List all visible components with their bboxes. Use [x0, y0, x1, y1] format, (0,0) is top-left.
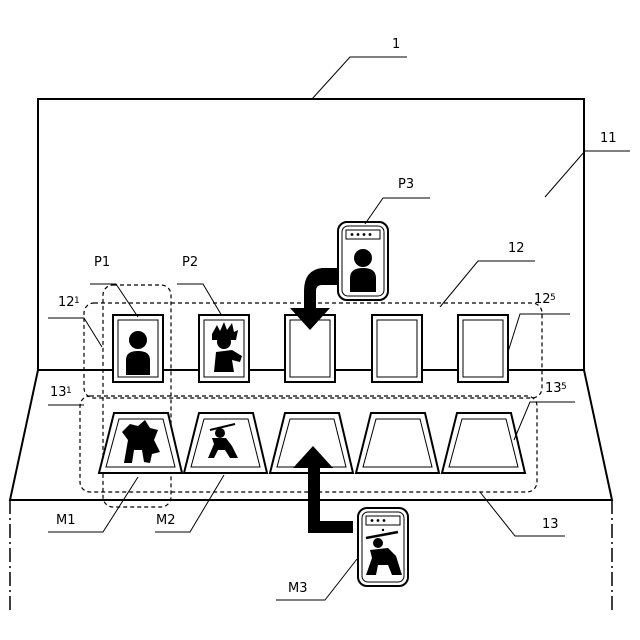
label-p3: P3 [398, 177, 414, 192]
label-player-row-first: 12 [58, 295, 75, 310]
label-monster-row-first: 13 [50, 385, 67, 400]
label-monster-row-last-sub: 5 [561, 382, 567, 392]
label-monster-row-first-sub: 1 [66, 386, 72, 396]
label-player-row-last-sub: 5 [550, 293, 556, 303]
m3-card [358, 508, 408, 586]
player-slot-5 [458, 315, 508, 382]
label-monster-row: 13 [542, 517, 559, 532]
player-slot-4 [372, 315, 422, 382]
label-player-row-last: 12 [534, 292, 551, 307]
label-m2: M2 [156, 513, 176, 528]
monster-slot-4 [356, 413, 439, 473]
label-m3: M3 [288, 581, 308, 596]
label-monster-row-last: 13 [545, 381, 562, 396]
person-silhouette-icon [126, 331, 150, 375]
label-m1: M1 [56, 513, 76, 528]
label-p2: P2 [182, 255, 198, 270]
monster-slot-5 [442, 413, 525, 473]
label-device: 1 [392, 37, 400, 52]
label-screen: 11 [600, 131, 617, 146]
label-player-row-first-sub: 1 [74, 296, 80, 306]
label-player-row: 12 [508, 241, 525, 256]
label-p1: P1 [94, 255, 110, 270]
p3-card [338, 222, 388, 300]
